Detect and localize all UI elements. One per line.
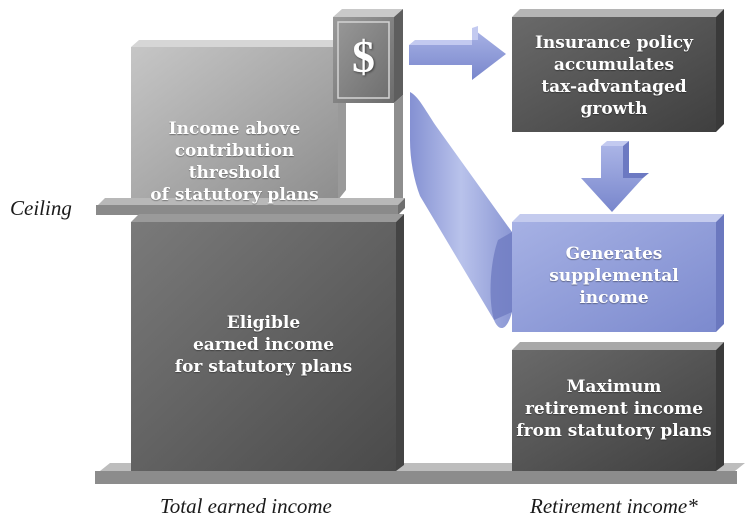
- statutory-block-line-2: retirement income: [524, 399, 704, 419]
- down-arrow-icon: [581, 141, 649, 212]
- upper-block-line-2: contribution threshold: [174, 141, 295, 183]
- upper-block-text: Income above contribution threshold of s…: [131, 118, 338, 206]
- supplemental-block-line-2: supplemental: [549, 266, 679, 286]
- lower-block-text: Eligible earned income for statutory pla…: [131, 312, 396, 378]
- upper-block-side: [394, 95, 403, 200]
- total-earned-income-caption: Total earned income: [160, 494, 332, 518]
- supplemental-flow-band: [410, 92, 512, 329]
- eligible-income-block: [131, 214, 404, 471]
- upper-block-line-1: Income above: [168, 119, 301, 139]
- policy-block-line-4: growth: [580, 99, 648, 119]
- supplemental-block-line-3: income: [579, 288, 649, 308]
- lower-block-line-2: earned income: [192, 335, 335, 355]
- upper-block-line-3: of statutory plans: [150, 185, 319, 205]
- retirement-income-caption: Retirement income*: [530, 494, 698, 518]
- policy-block-line-3: tax-advantaged: [541, 77, 687, 97]
- lower-block-line-3: for statutory plans: [174, 357, 353, 377]
- supplemental-block-text: Generates supplemental income: [512, 243, 716, 309]
- policy-block-line-2: accumulates: [553, 55, 675, 75]
- supplemental-block-line-1: Generates: [565, 244, 663, 264]
- lower-block-line-1: Eligible: [226, 313, 301, 333]
- income-above-threshold-block: [131, 40, 346, 200]
- dollar-block: [333, 9, 403, 103]
- statutory-block-line-3: from statutory plans: [516, 421, 712, 441]
- statutory-block-text: Maximum retirement income from statutory…: [512, 376, 716, 442]
- ceiling-label: Ceiling: [10, 196, 72, 220]
- ceiling-ledge: [96, 198, 405, 215]
- statutory-income-block: [512, 342, 724, 471]
- right-arrow-icon: [409, 26, 506, 80]
- policy-block-text: Insurance policy accumulates tax-advanta…: [512, 32, 716, 120]
- dollar-symbol: $: [352, 31, 375, 82]
- insurance-policy-block: [512, 9, 724, 132]
- supplemental-income-block: [512, 214, 724, 332]
- statutory-block-line-1: Maximum: [566, 377, 662, 397]
- policy-block-line-1: Insurance policy: [534, 33, 694, 53]
